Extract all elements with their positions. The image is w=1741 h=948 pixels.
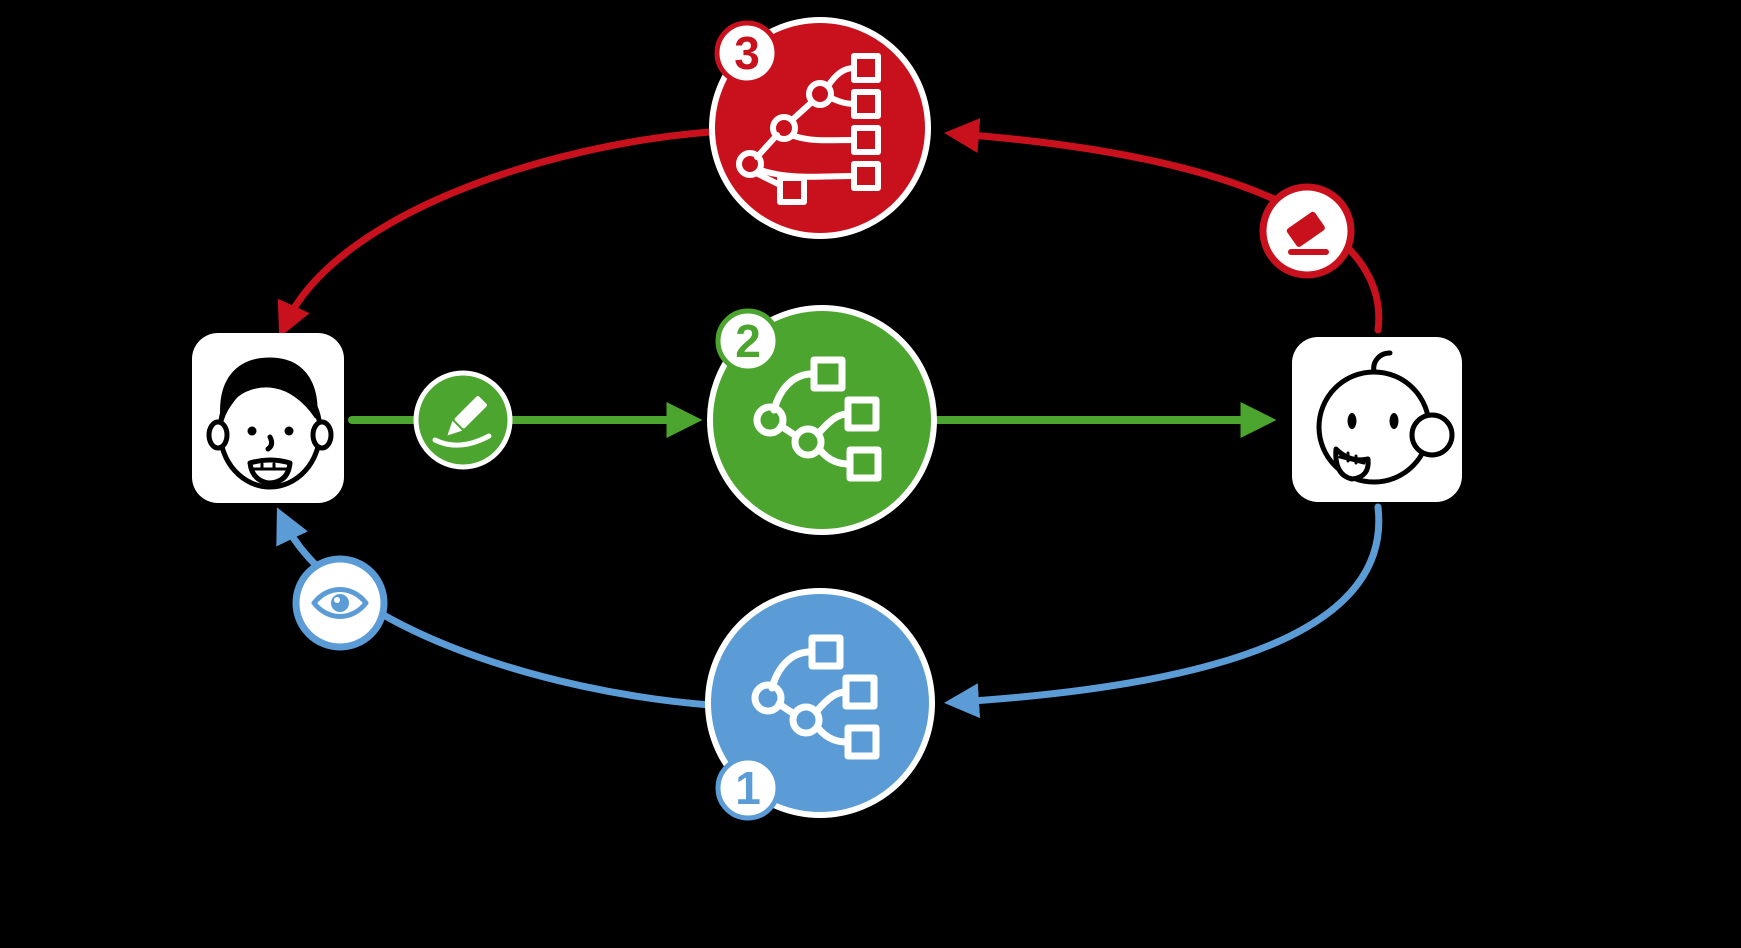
badge-circle <box>715 308 781 374</box>
blue-arrow-right-segment <box>944 503 1383 719</box>
step-1-badge: 1 <box>715 755 781 821</box>
right-actor-card <box>1292 337 1462 502</box>
pencil-icon <box>413 370 513 470</box>
step-3-badge: 3 <box>714 20 780 86</box>
badge-circle <box>714 20 780 86</box>
step-3-node: 3 <box>709 17 931 239</box>
badge-number: 1 <box>735 762 761 814</box>
arrows-layer <box>276 118 1383 719</box>
red-arrow-left-segment <box>277 128 714 338</box>
eraser-icon <box>1259 183 1355 279</box>
left-actor-card <box>192 333 344 503</box>
step-1-node: 1 <box>705 588 935 821</box>
adult-face-icon <box>206 357 334 490</box>
baby-face-icon <box>1316 350 1455 485</box>
blue-arrow-left-segment <box>276 507 714 709</box>
badge-circle <box>715 755 781 821</box>
badge-number: 2 <box>735 315 761 367</box>
eye-icon <box>292 555 388 651</box>
step-2-badge: 2 <box>715 308 781 374</box>
step-2-node: 2 <box>707 305 937 535</box>
badge-number: 3 <box>734 27 760 79</box>
